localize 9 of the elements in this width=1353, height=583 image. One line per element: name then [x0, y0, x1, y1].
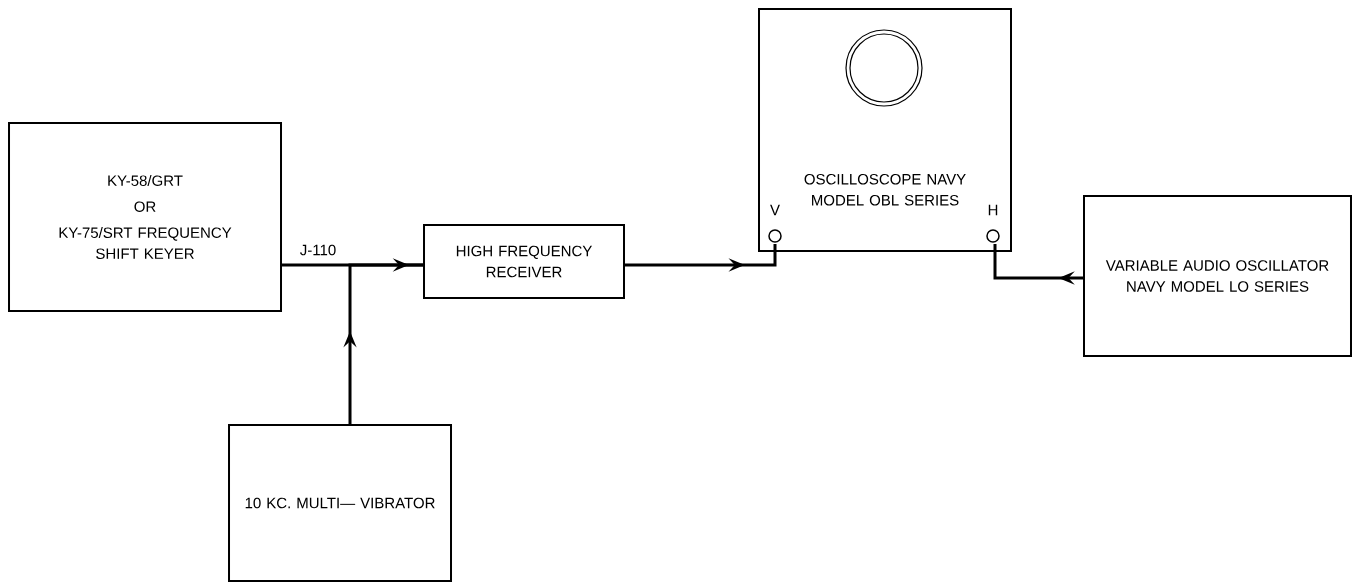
arrow	[993, 244, 1083, 285]
terminal-label: V	[770, 204, 780, 216]
block-box: VARIABLE AUDIO OSCILLATOR NAVY MODEL LO SERIES	[1083, 195, 1352, 357]
block-box: 10 KC. MULTI— VIBRATOR	[228, 424, 452, 582]
edge-label: J-110	[298, 243, 338, 257]
terminal-label: H	[988, 204, 998, 216]
block-box: HIGH FREQUENCY RECEIVER	[423, 224, 625, 299]
block-box: KY-58/GRT OR KY-75/SRT FREQUENCY SHIFT KEYER	[8, 122, 282, 312]
arrow	[343, 263, 423, 424]
